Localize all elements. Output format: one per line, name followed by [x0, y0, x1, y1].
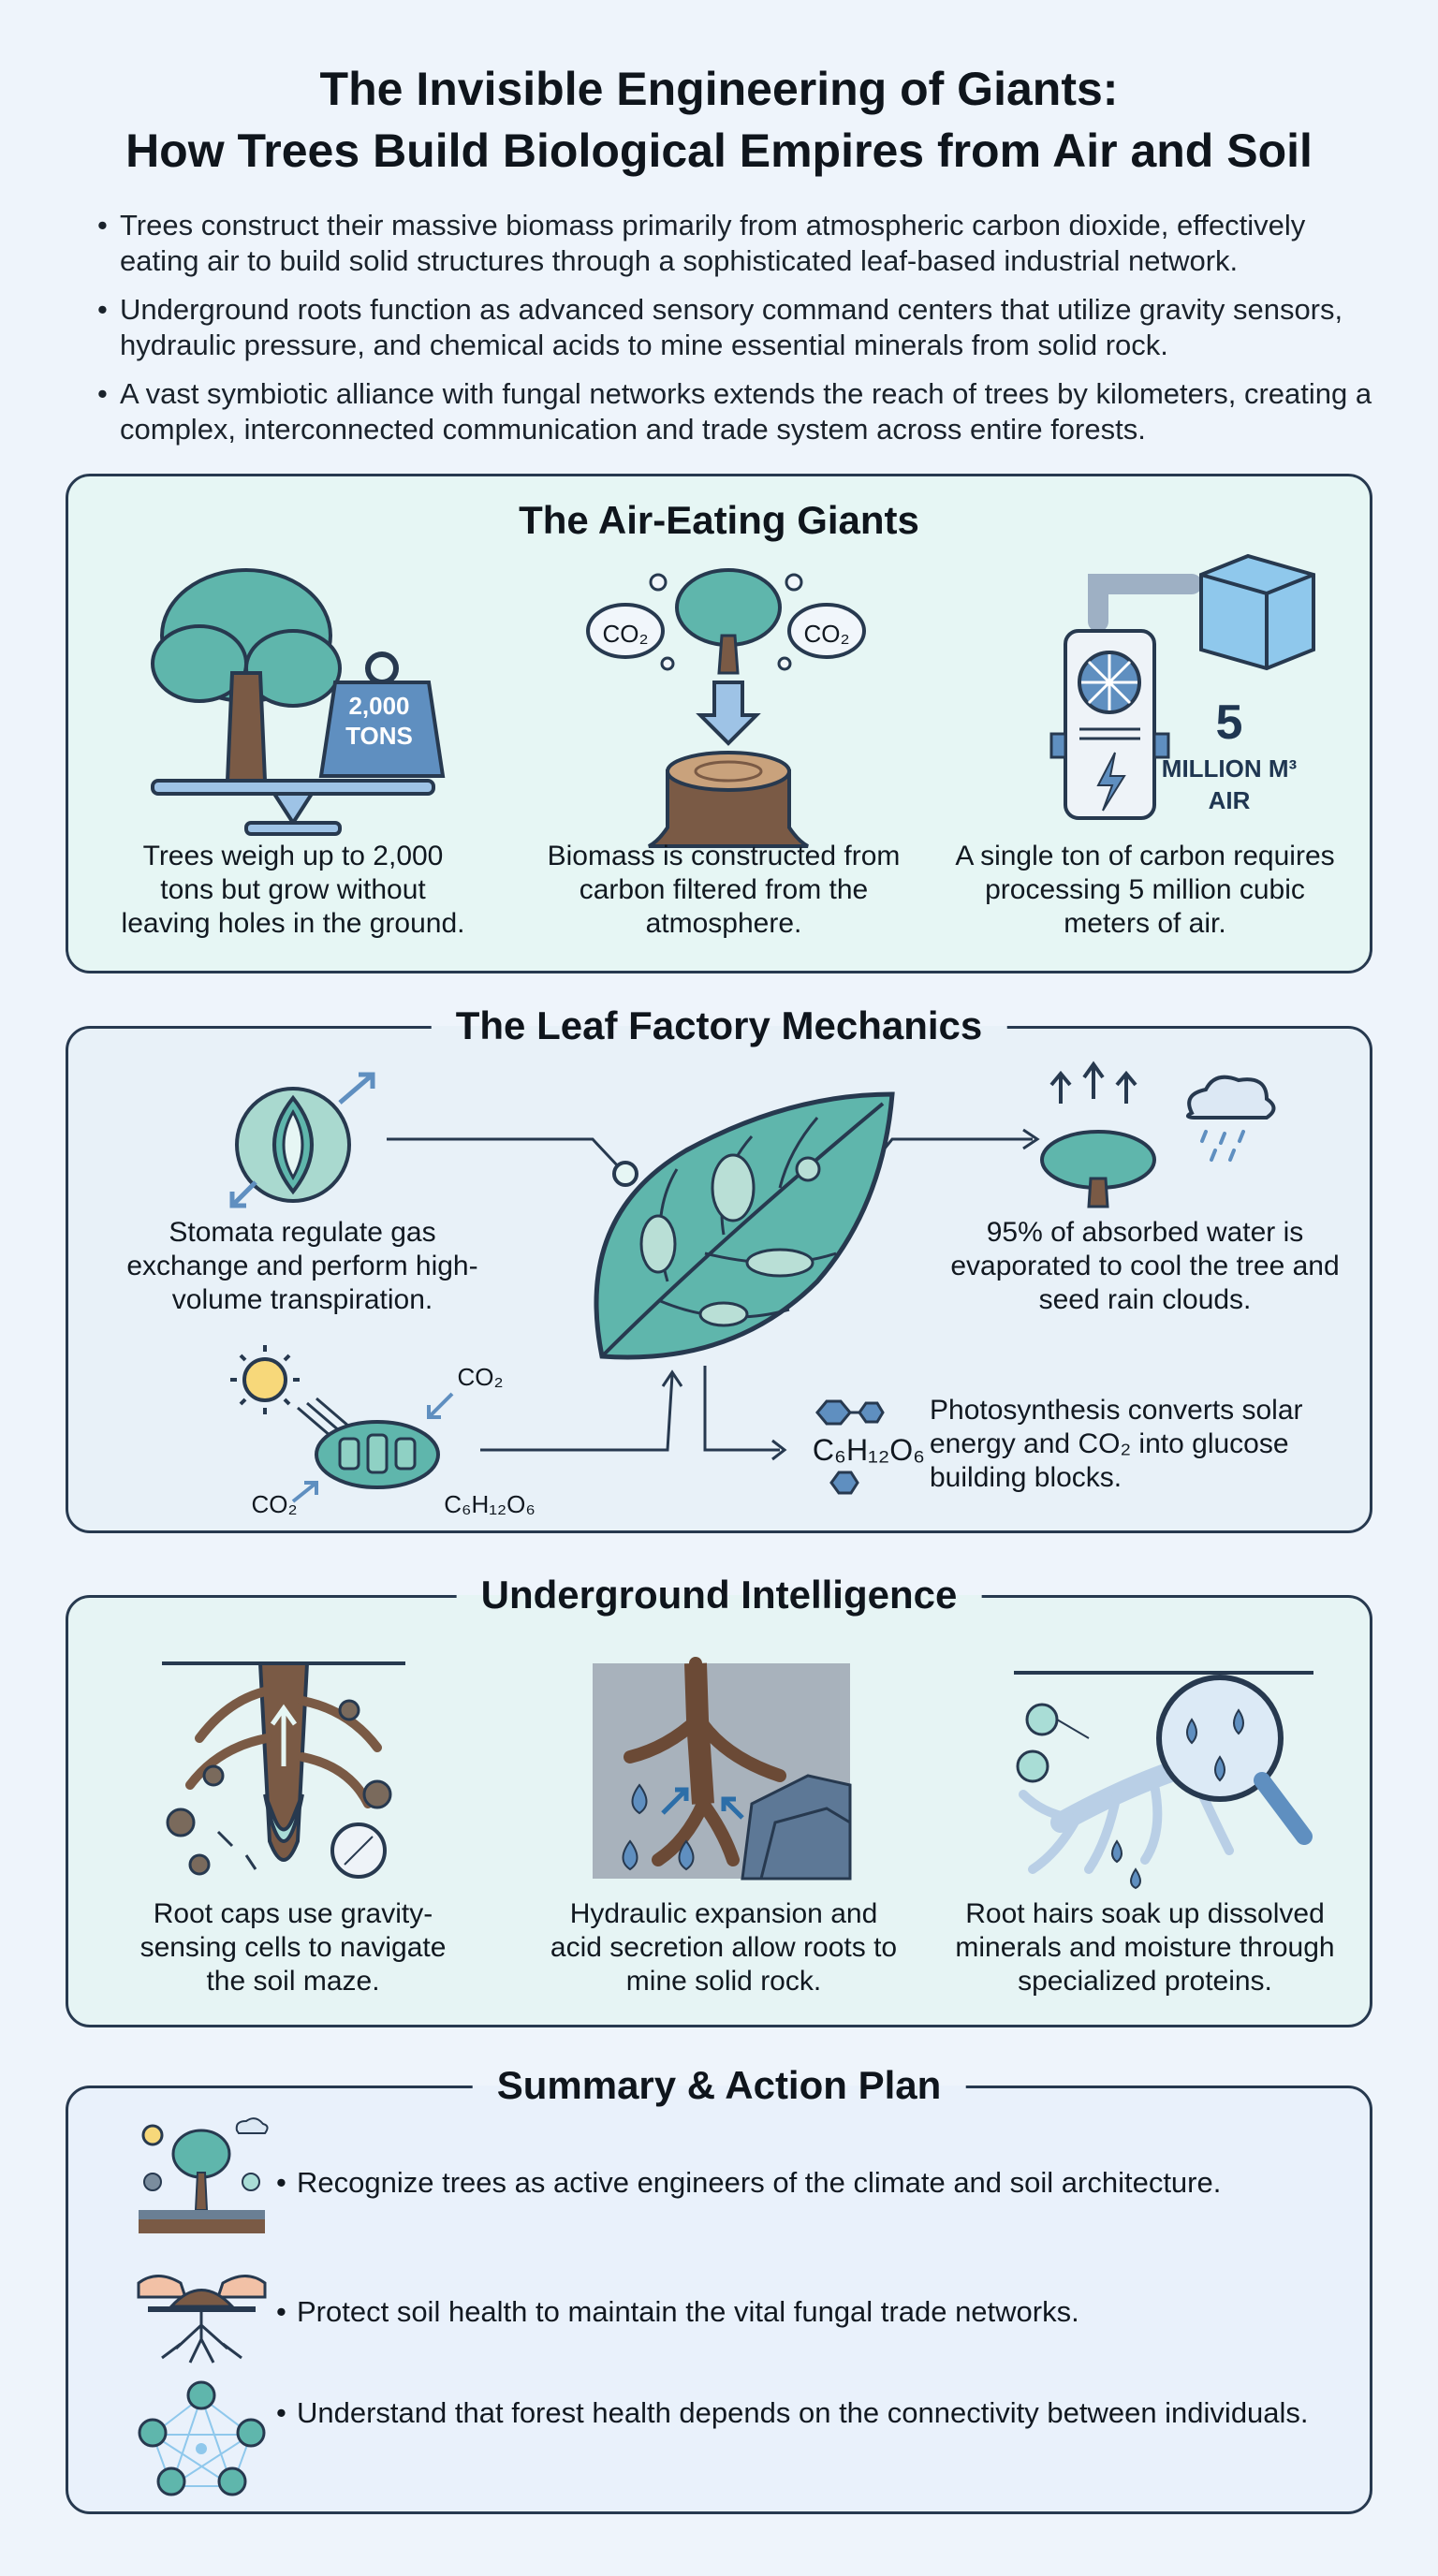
title-line-2: How Trees Build Biological Empires from …: [125, 124, 1313, 177]
bullet-dot: •: [276, 2295, 286, 2328]
caption-root-hairs: Root hairs soak up dissolved minerals an…: [955, 1898, 1335, 1997]
glucose-label: C₆H₁₂O₆: [812, 1433, 926, 1467]
air-eating-giants-panel: The Air-Eating Giants 2,000 TONS CO₂ CO₂: [66, 474, 1372, 973]
section-title: Summary & Action Plan: [472, 2062, 966, 2109]
caption-air-volume: A single ton of carbon requires processi…: [955, 841, 1335, 939]
molecule-icon: [815, 1399, 885, 1495]
page-title: The Invisible Engineering of Giants: How…: [0, 58, 1438, 182]
section-title: Underground Intelligence: [456, 1572, 982, 1618]
caption-biomass: Biomass is constructed from carbon filte…: [547, 841, 901, 939]
action-item: • Recognize trees as active engineers of…: [276, 2165, 1327, 2201]
root-hairs-illustration: [1014, 1671, 1313, 1890]
title-line-1: The Invisible Engineering of Giants:: [319, 63, 1119, 115]
rock-mining-illustration: [593, 1657, 852, 1881]
engineer-tree-icon: [139, 2117, 269, 2233]
caption-root-cap: Root caps use gravity-sensing cells to n…: [139, 1898, 447, 1997]
intro-bullet-list: Trees construct their massive biomass pr…: [97, 208, 1389, 461]
section-title: The Leaf Factory Mechanics: [431, 1003, 1007, 1049]
action-item: • Protect soil health to maintain the vi…: [276, 2294, 1327, 2330]
intro-bullet: Underground roots function as advanced s…: [97, 292, 1389, 363]
photosynthesis-caption: Photosynthesis converts solar energy and…: [930, 1395, 1303, 1493]
leaf-factory-illustration: [594, 1091, 895, 1360]
caption-rock-mining: Hydraulic expansion and acid secretion a…: [550, 1898, 898, 1997]
weight-label-number: 2,000: [348, 692, 410, 720]
caption-weight: Trees weigh up to 2,000 tons but grow wi…: [121, 841, 465, 939]
co2-bubble-label: CO₂: [602, 620, 649, 648]
co2-bubble-label: CO₂: [803, 620, 850, 648]
intro-bullet: Trees construct their massive biomass pr…: [97, 208, 1389, 279]
stomata-caption: Stomata regulate gas exchange and perfor…: [126, 1217, 478, 1315]
volume-unit: MILLION M³: [1161, 754, 1298, 783]
leaf-factory-panel: The Leaf Factory Mechanics Stomata regul…: [66, 1003, 1372, 1533]
forest-network-icon: [138, 2380, 266, 2496]
stump-co2-illustration: [586, 568, 866, 848]
soil-protection-icon: [137, 2275, 267, 2364]
co2-label: CO₂: [251, 1490, 298, 1518]
weight-label-unit: TONS: [345, 722, 413, 750]
glucose-label: C₆H₁₂O₆: [444, 1490, 536, 1518]
summary-action-plan-panel: Summary & Action Plan • Recognize trees …: [66, 2062, 1372, 2514]
water-caption: 95% of absorbed water is evaporated to c…: [950, 1217, 1340, 1315]
action-item-text: Recognize trees as active engineers of t…: [297, 2166, 1222, 2199]
intro-bullet: A vast symbiotic alliance with fungal ne…: [97, 376, 1389, 447]
chloroplast-illustration: [230, 1345, 454, 1503]
root-cap-illustration: [162, 1661, 405, 1879]
action-item: • Understand that forest health depends …: [276, 2395, 1327, 2431]
action-item-text: Understand that forest health depends on…: [297, 2396, 1309, 2429]
bullet-dot: •: [276, 2166, 286, 2199]
air-processor-illustration: [1049, 553, 1315, 820]
tree-scale-illustration: [151, 568, 446, 836]
co2-label: CO₂: [457, 1363, 504, 1391]
stomata-icon: [229, 1072, 375, 1208]
action-item-text: Protect soil health to maintain the vita…: [297, 2295, 1079, 2328]
evaporation-illustration: [1040, 1061, 1276, 1208]
section-title: The Air-Eating Giants: [519, 498, 919, 542]
underground-intelligence-panel: Underground Intelligence Root caps use g…: [66, 1572, 1372, 2027]
volume-word: AIR: [1208, 786, 1251, 814]
bullet-dot: •: [276, 2396, 286, 2429]
volume-number: 5: [1215, 695, 1243, 750]
